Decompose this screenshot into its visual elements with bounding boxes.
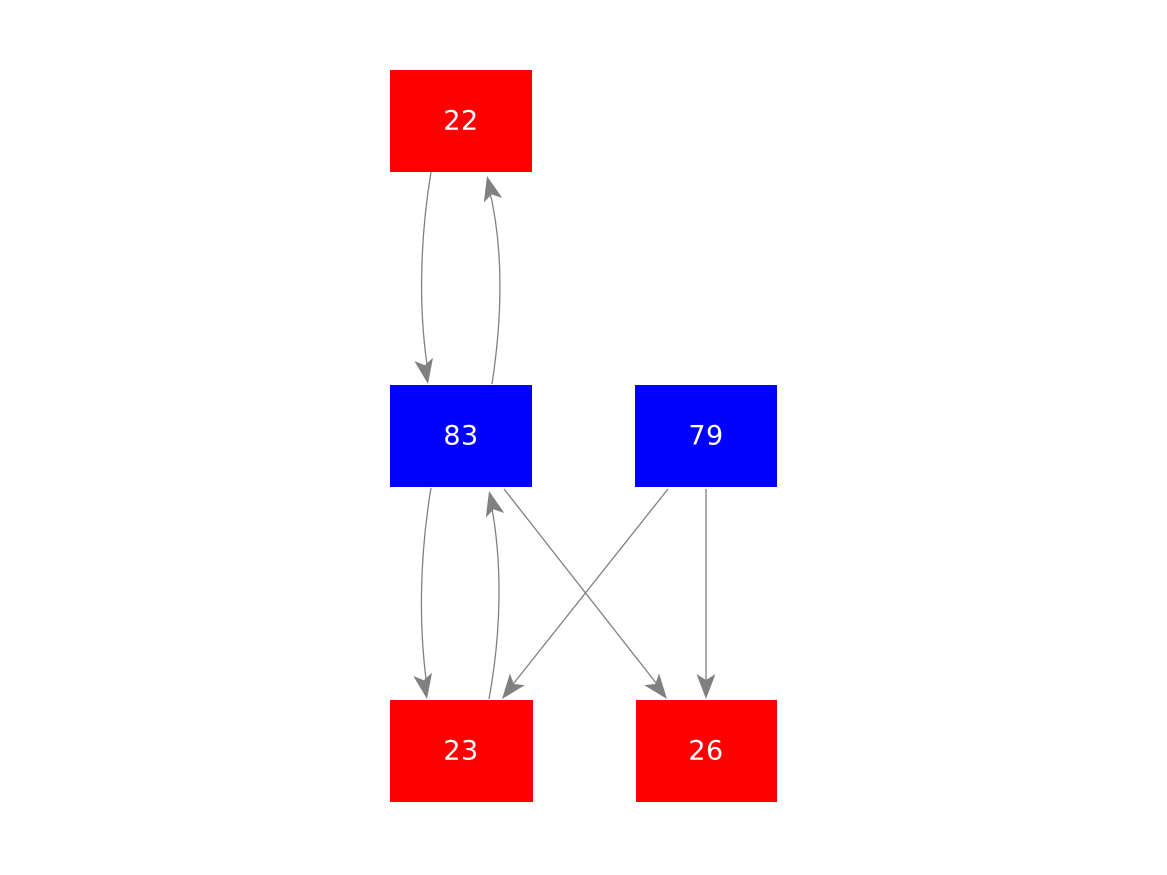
edge-79-to-23 (502, 488, 669, 699)
node-box[interactable] (635, 385, 777, 487)
edge-22-to-83 (414, 171, 434, 384)
edge-83-to-23 (413, 487, 433, 699)
edge-83-to-22 (483, 176, 503, 385)
nodes-layer: 22 83 79 23 26 (390, 70, 777, 802)
edge-line (509, 488, 669, 689)
node-label: 26 (688, 736, 723, 767)
edge-line (420, 487, 432, 687)
edge-23-to-83 (485, 491, 505, 700)
node-22[interactable]: 22 (390, 70, 532, 172)
edge-83-to-26 (503, 488, 667, 699)
node-box[interactable] (390, 385, 532, 487)
edge-line (488, 502, 500, 700)
edge-line (420, 171, 432, 372)
node-23[interactable]: 23 (390, 700, 533, 802)
edge-arrowhead (483, 176, 503, 203)
node-box[interactable] (390, 700, 533, 802)
node-label: 83 (443, 421, 478, 452)
edge-line (488, 187, 501, 385)
edge-line (503, 488, 661, 689)
edge-arrowhead (502, 673, 525, 699)
edge-arrowhead (485, 491, 505, 518)
node-label: 79 (688, 421, 723, 452)
node-79[interactable]: 79 (635, 385, 777, 487)
node-83[interactable]: 83 (390, 385, 532, 487)
edges-layer (413, 171, 716, 700)
node-label: 23 (443, 736, 478, 767)
node-box[interactable] (636, 700, 777, 802)
edge-arrowhead (644, 673, 667, 699)
node-26[interactable]: 26 (636, 700, 777, 802)
node-box[interactable] (390, 70, 532, 172)
edge-arrowhead (413, 672, 433, 699)
edge-arrowhead (696, 674, 716, 699)
edge-79-to-26 (696, 489, 716, 699)
node-label: 22 (443, 106, 478, 137)
edge-arrowhead (414, 357, 434, 384)
